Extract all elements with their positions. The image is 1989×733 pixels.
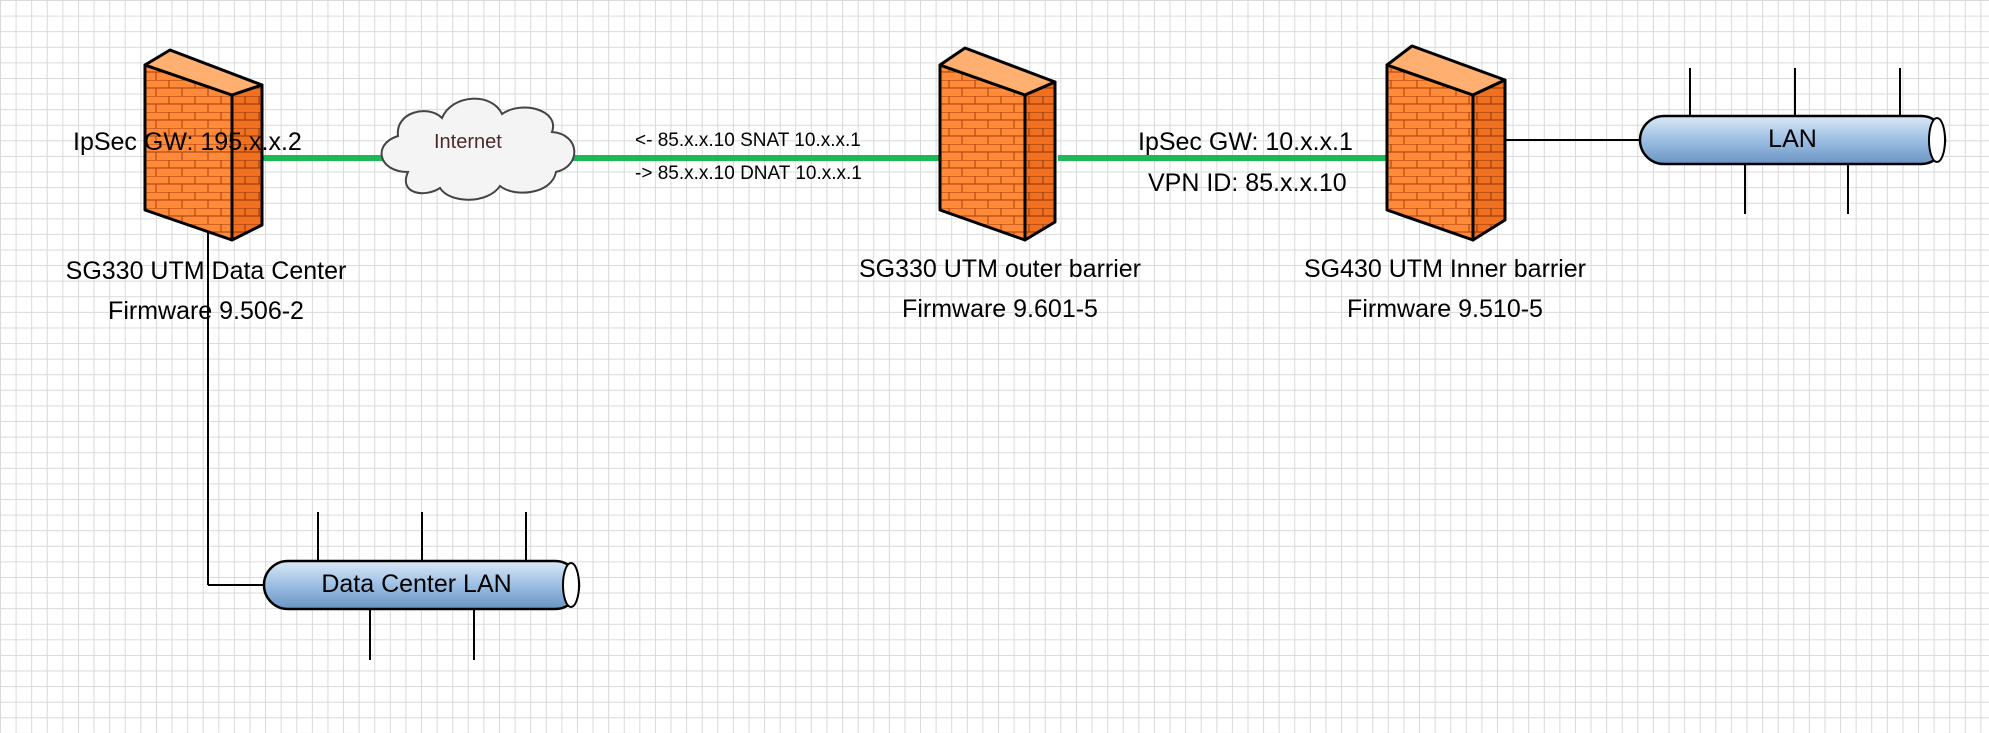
lan-label: LAN (1768, 125, 1817, 153)
lan-bus-icon (1638, 68, 1947, 214)
inner-barrier-firmware-label: Firmware 9.510-5 (1347, 295, 1543, 323)
inner-barrier-gw-label: IpSec GW: 10.x.x.1 (1138, 128, 1353, 156)
dnat-label: -> 85.x.x.10 DNAT 10.x.x.1 (635, 163, 862, 184)
data-center-lan-label: Data Center LAN (321, 570, 512, 598)
data-center-firmware-label: Firmware 9.506-2 (108, 297, 304, 325)
inner-barrier-vpn-id-label: VPN ID: 85.x.x.10 (1148, 169, 1347, 197)
data-center-lan-bus-icon (262, 512, 581, 660)
firewall-inner-barrier-icon (1385, 44, 1507, 242)
outer-barrier-name-label: SG330 UTM outer barrier (858, 255, 1142, 283)
outer-barrier-firmware-label: Firmware 9.601-5 (902, 295, 1098, 323)
inner-barrier-name-label: SG430 UTM Inner barrier (1303, 255, 1587, 283)
data-center-name-label: SG330 UTM Data Center (65, 257, 347, 285)
data-center-gw-label: IpSec GW: 195.x.x.2 (73, 128, 302, 156)
internet-cloud-icon (380, 97, 576, 201)
firewall-outer-barrier-icon (938, 46, 1057, 242)
snat-label: <- 85.x.x.10 SNAT 10.x.x.1 (635, 130, 861, 151)
firewall-data-center-icon (143, 48, 264, 242)
connection-lines (207, 139, 1643, 586)
internet-label: Internet (434, 131, 502, 153)
